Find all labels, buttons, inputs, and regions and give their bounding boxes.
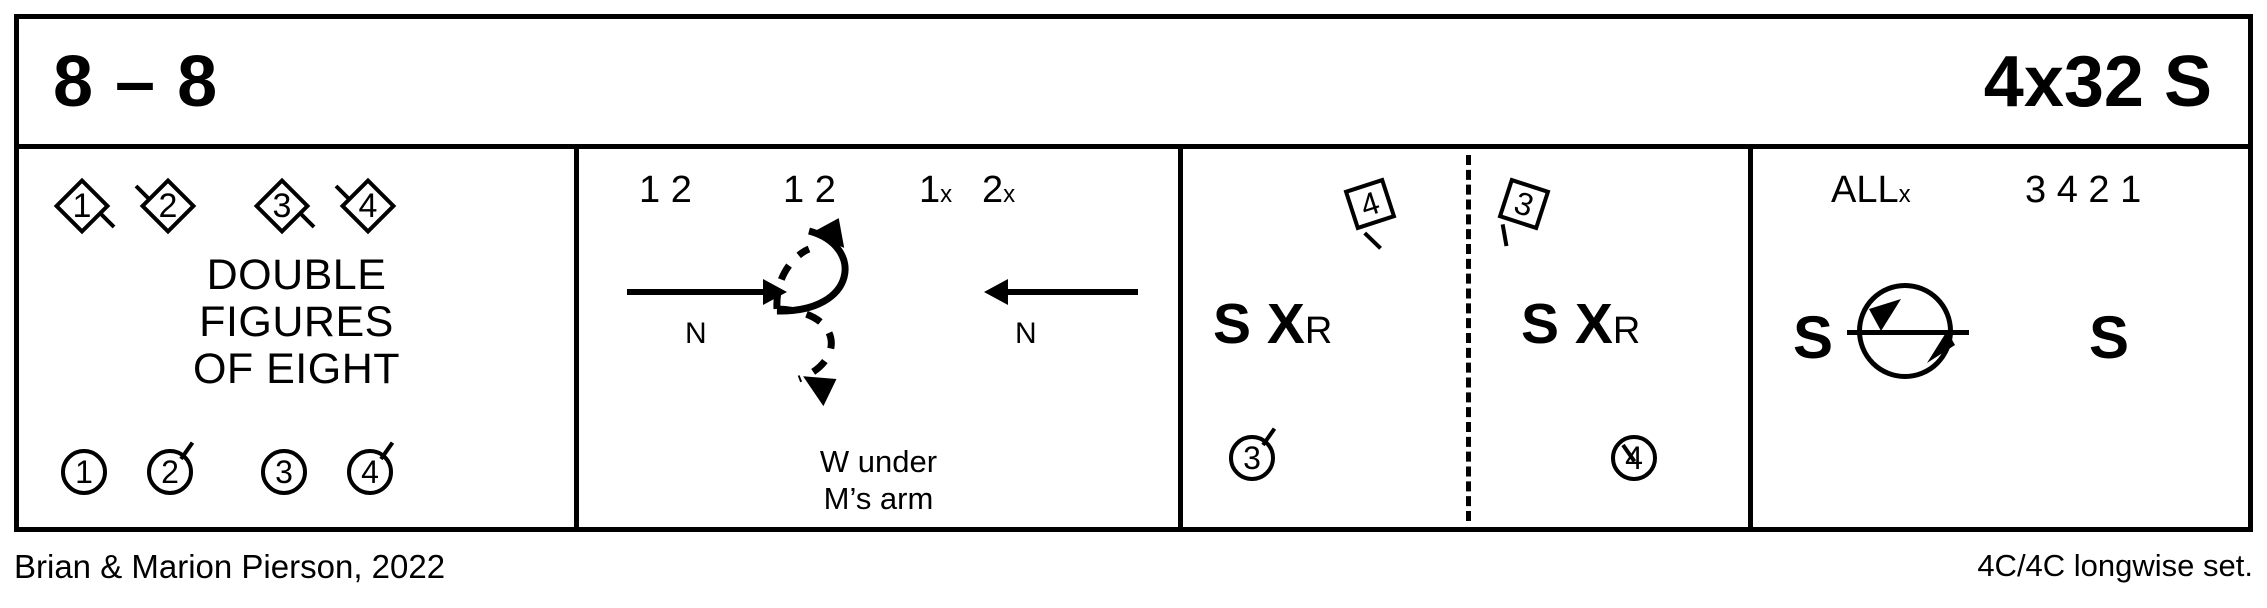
circle-outline: [61, 449, 107, 495]
dancer-diamond-4: 4: [334, 177, 397, 235]
turn-circle-outline: [1857, 283, 1953, 379]
top-dancer-row: 1 2 3 4: [19, 171, 574, 251]
all-label: ALLx: [1831, 169, 1911, 211]
dancer-diamond-2: 2: [134, 177, 197, 235]
label-right-1x: 1x: [919, 169, 953, 211]
dancer-circle-2: 2: [143, 441, 197, 499]
panel-double-figures-of-eight: 1 2 3 4: [19, 149, 579, 527]
right-top-dancer-diamond: 3: [1485, 165, 1563, 247]
circle-outline: [347, 449, 393, 495]
panel2-caption: W under M’s arm: [579, 443, 1178, 517]
diagram-body: 1 2 3 4: [19, 149, 2248, 527]
dancer-number: 3: [1509, 184, 1539, 224]
dancer-number: 4: [1355, 184, 1385, 224]
caption-line-1: W under: [819, 444, 938, 479]
left-arrow-label: N: [685, 317, 707, 350]
dancer-number: 3: [272, 187, 292, 225]
figure-name-line-2: FIGURES: [199, 298, 394, 346]
dancer-number: 3: [275, 454, 293, 490]
devisor-credit: Brian & Marion Pierson, 2022: [14, 548, 446, 585]
dancer-number: 2: [161, 454, 179, 490]
label-left-pair: 1 2: [639, 169, 692, 211]
right-arrow-label: N: [1015, 317, 1037, 350]
circle-outline: [147, 449, 193, 495]
left-bottom-dancer-circle: 3: [1225, 427, 1279, 485]
left-travel-arrow: [627, 279, 787, 305]
caption-line-2: M’s arm: [823, 481, 934, 516]
dancer-circle-4: 4: [343, 441, 397, 499]
dancer-diamond-1: 1: [53, 177, 116, 235]
label-right-2x: 2x: [982, 169, 1016, 211]
figure-name-line-3: OF EIGHT: [192, 345, 401, 393]
dancer-number: 4: [358, 187, 378, 225]
figure-name-line-1: DOUBLE: [206, 251, 387, 299]
panel-all-set-turn: ALLx 3 4 2 1 S S: [1753, 149, 2248, 527]
circle-outline: [1229, 435, 1275, 481]
set-left-label: S: [1793, 304, 1834, 371]
turn-direction-arrowheads-icon: [1869, 299, 1955, 363]
label-mid-pair: 1 2: [783, 169, 836, 211]
bar-count: 8 – 8: [53, 41, 219, 122]
arrowhead-left-icon: [984, 279, 1008, 305]
formation-note: 4C/4C longwise set.: [1977, 548, 2253, 583]
panel4-top-labels: ALLx 3 4 2 1: [1753, 169, 2248, 217]
meter-and-tempo: 4x32 S: [1983, 41, 2212, 122]
dancer-number: 2: [158, 187, 178, 225]
left-move-label: S XR: [1213, 292, 1333, 356]
figure-name: DOUBLE FIGURES OF EIGHT: [19, 252, 574, 393]
left-top-dancer-diamond: 4: [1331, 165, 1409, 250]
dancer-number: 4: [1625, 440, 1643, 476]
circle-outline: [1611, 435, 1657, 481]
dancer-circle-1: 1: [57, 445, 111, 499]
new-order-label: 3 4 2 1: [2025, 169, 2142, 211]
right-travel-arrow: [984, 279, 1138, 305]
card-header: 8 – 8 4x32 S: [19, 19, 2248, 149]
dancer-diamond-3: 3: [253, 177, 316, 235]
dancer-number: 1: [75, 454, 93, 490]
dancer-number: 1: [72, 187, 92, 225]
right-move-label: S XR: [1521, 292, 1641, 356]
turn-under-arm-arrows-icon: [773, 218, 849, 407]
dancer-number: 4: [361, 454, 379, 490]
centre-dashed-divider: [1466, 155, 1471, 521]
panel2-top-labels: 1 2 1 2 1x 2x: [579, 169, 1178, 217]
panel-set-and-cross: 4 S XR 3 3 S XR 4: [1183, 149, 1753, 527]
dancer-number: 3: [1243, 440, 1261, 476]
diagram-card: 8 – 8 4x32 S 1 2: [14, 14, 2253, 532]
panel-pass-under-arm: 1 2 1 2 1x 2x N N: [579, 149, 1183, 527]
set-right-label: S: [2089, 304, 2130, 371]
right-bottom-dancer-circle: 4: [1607, 431, 1661, 485]
circle-outline: [261, 449, 307, 495]
dancer-circle-3: 3: [257, 445, 311, 499]
bottom-dancer-row: 1 2 3 4: [19, 441, 574, 505]
